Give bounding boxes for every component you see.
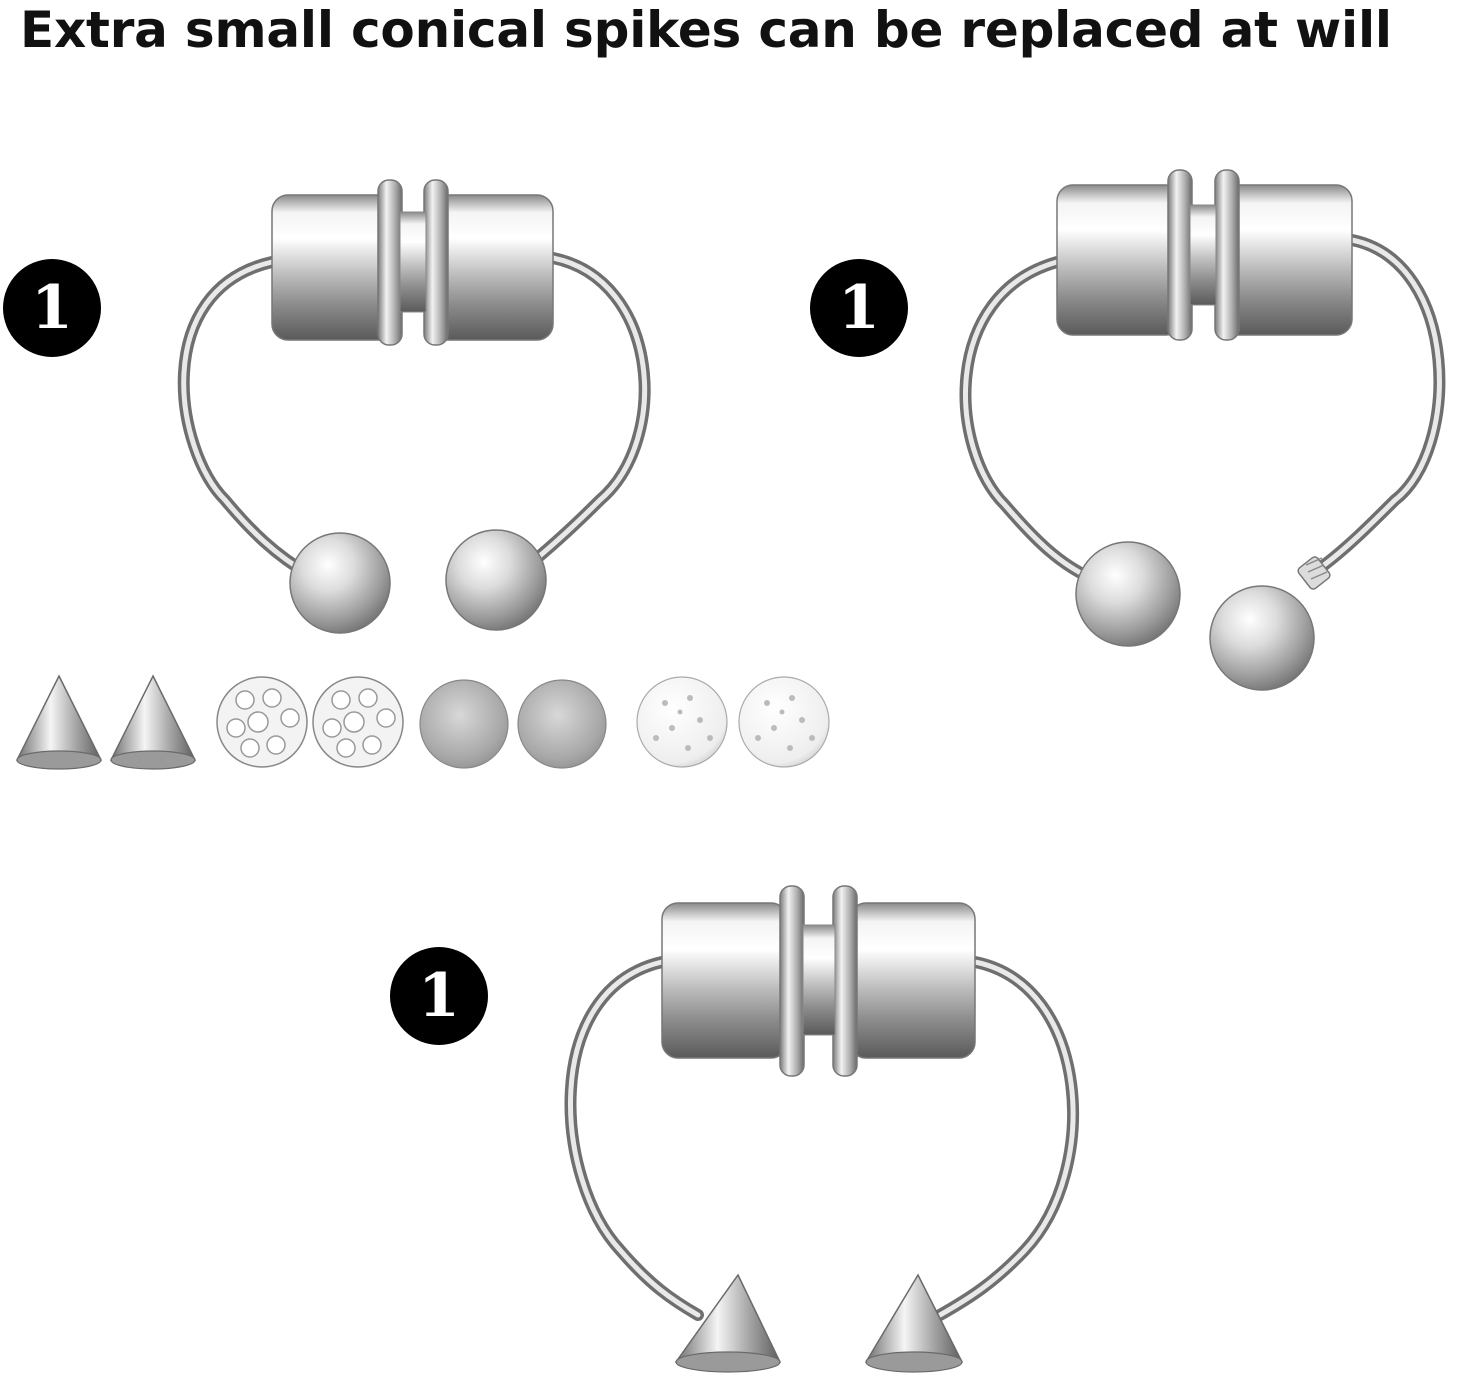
glitter-ball-icon [738,676,830,768]
frosted-ball-icon [517,679,607,769]
product-ring-ball-detached [959,169,1446,691]
product-ring-spike-ends [564,885,1080,1373]
headline: Extra small conical spikes can be replac… [20,1,1392,59]
frosted-ball-icon [419,679,509,769]
cone-spike-icon [864,1273,964,1373]
crystal-ball-icon [216,676,308,768]
product-ring-ball-ends [177,179,651,634]
threaded-post [1297,556,1331,590]
cone-spike-icon [674,1273,782,1373]
cone-spike-icon [109,674,197,770]
crystal-ball-icon [312,676,404,768]
quantity-badge: 1 [3,259,101,357]
quantity-badge: 1 [390,947,488,1045]
quantity-badge: 1 [810,259,908,357]
cone-spike-icon [15,674,103,770]
glitter-ball-icon [636,676,728,768]
accessories-row [15,674,830,770]
